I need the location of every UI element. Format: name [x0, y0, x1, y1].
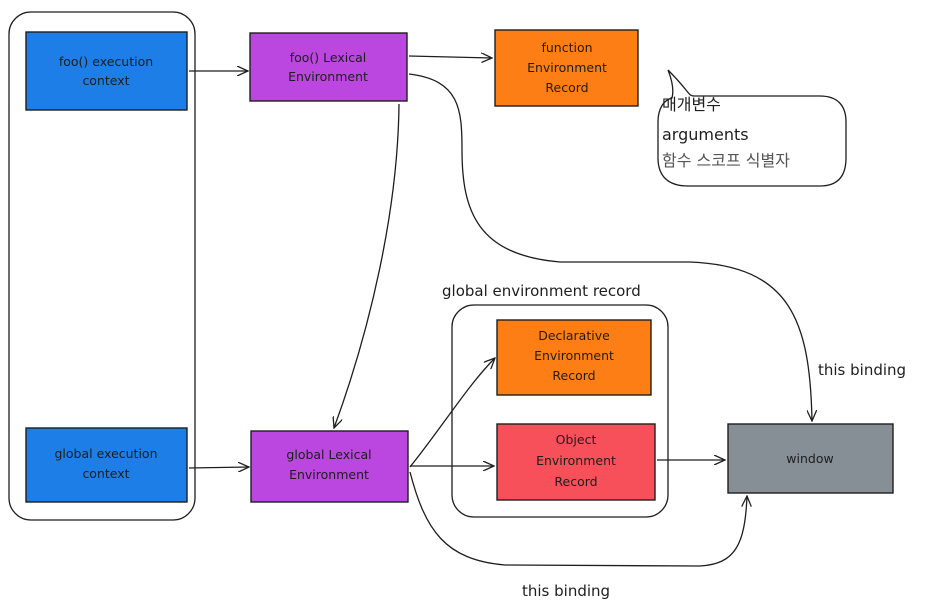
- node-function-environment-record-line-1: function: [541, 40, 592, 55]
- node-window: window: [727, 423, 894, 494]
- arrow-global-le-to-declarative-er: [409, 358, 495, 468]
- node-foo-execution-context-line-1: foo() execution: [59, 54, 153, 69]
- arrow-global-ec-to-global-le: [188, 467, 249, 468]
- node-foo-lexical-environment-line-2: Environment: [288, 69, 368, 84]
- node-global-execution-context-line-2: context: [82, 466, 129, 481]
- node-global-lexical-environment-line-2: Environment: [289, 467, 369, 482]
- node-global-execution-context: global execution context: [25, 427, 188, 503]
- node-foo-lexical-environment-line-1: foo() Lexical: [290, 50, 367, 65]
- callout-line-1: 매개변수: [662, 95, 721, 114]
- node-function-environment-record-line-3: Record: [545, 80, 588, 95]
- execution-context-stack-frame: [8, 11, 196, 521]
- node-function-environment-record: function Environment Record: [494, 29, 639, 107]
- node-foo-execution-context: foo() execution context: [25, 31, 188, 111]
- node-window-line-1: window: [786, 451, 833, 466]
- node-object-environment-record-line-3: Record: [554, 474, 597, 489]
- node-global-execution-context-line-1: global execution: [54, 446, 157, 461]
- callout-bubble: [657, 69, 847, 187]
- node-global-lexical-environment: global Lexical Environment: [250, 430, 409, 503]
- this-binding-label-bottom: this binding: [522, 582, 610, 600]
- global-environment-record-label: global environment record: [442, 282, 641, 300]
- node-object-environment-record-line-1: Object: [556, 432, 597, 447]
- arrow-global-le-this-binding-to-window: [409, 471, 747, 567]
- node-object-environment-record-line-2: Environment: [536, 453, 616, 468]
- node-declarative-environment-record-line-3: Record: [552, 368, 595, 383]
- node-declarative-environment-record-line-2: Environment: [534, 348, 614, 363]
- this-binding-label-right: this binding: [818, 361, 906, 379]
- callout-line-3: 함수 스코프 식별자: [662, 151, 790, 170]
- callout-line-2: arguments: [662, 125, 749, 144]
- arrow-foo-le-to-function-er: [408, 56, 492, 58]
- node-function-environment-record-line-2: Environment: [527, 60, 607, 75]
- node-object-environment-record: Object Environment Record: [496, 423, 656, 501]
- arrow-foo-le-this-binding-to-window: [408, 73, 812, 421]
- node-global-lexical-environment-line-1: global Lexical: [286, 447, 371, 462]
- arrow-foo-le-to-global-le: [334, 103, 400, 428]
- node-declarative-environment-record: Declarative Environment Record: [496, 319, 652, 396]
- node-foo-lexical-environment: foo() Lexical Environment: [249, 32, 408, 102]
- node-declarative-environment-record-line-1: Declarative: [538, 328, 610, 343]
- node-foo-execution-context-line-2: context: [82, 73, 129, 88]
